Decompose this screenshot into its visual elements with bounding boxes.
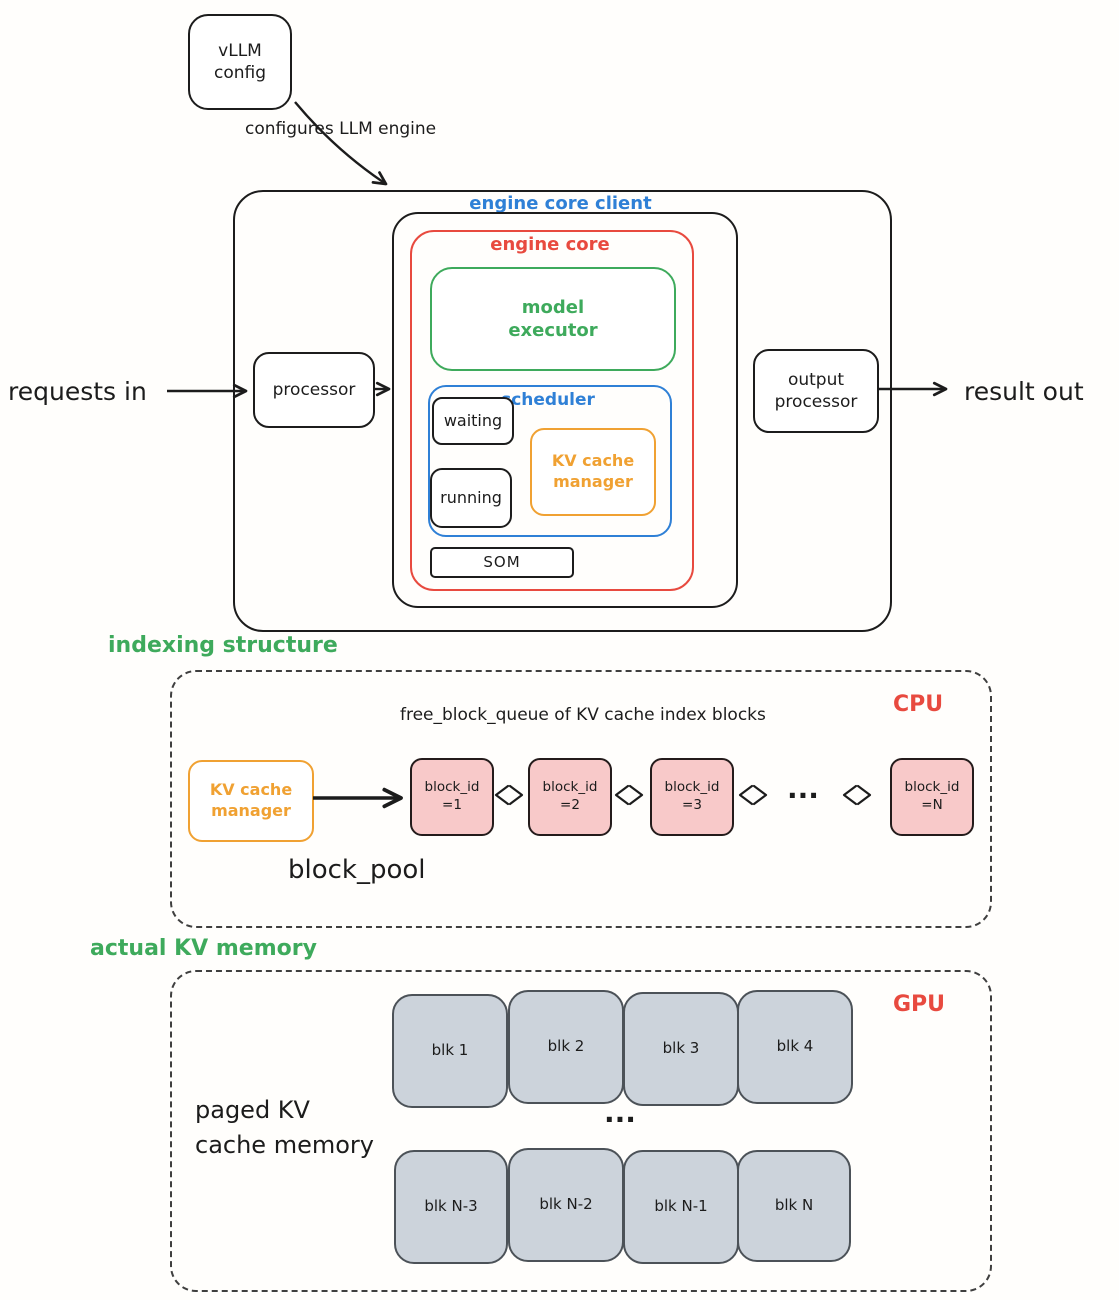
waiting-queue-box: waiting bbox=[432, 397, 514, 445]
memory-blocks-ellipsis: ... bbox=[604, 1096, 636, 1129]
memory-block-n: blk N bbox=[737, 1150, 851, 1262]
memory-block-2: blk 2 bbox=[508, 990, 624, 1104]
block-pool-label: block_pool bbox=[288, 855, 426, 885]
actual-kv-memory-title: actual KV memory bbox=[90, 936, 317, 961]
engine-core-process-box bbox=[392, 212, 738, 608]
configures-llm-engine-label: configures LLM engine bbox=[245, 119, 437, 139]
cpu-region-box bbox=[170, 670, 992, 928]
index-block-3: block_id =3 bbox=[650, 758, 734, 836]
som-box: SOM bbox=[430, 547, 574, 578]
memory-block-n2: blk N-2 bbox=[508, 1148, 624, 1262]
memory-block-4: blk 4 bbox=[737, 990, 853, 1104]
engine-core-box bbox=[410, 230, 694, 591]
vllm-config-box: vLLM config bbox=[188, 14, 292, 110]
kv-cache-manager-box-cpu: KV cache manager bbox=[188, 760, 314, 842]
free-block-queue-title: free_block_queue of KV cache index block… bbox=[400, 705, 766, 725]
memory-block-n1: blk N-1 bbox=[623, 1150, 739, 1264]
engine-core-client-box bbox=[233, 190, 892, 632]
index-block-1: block_id =1 bbox=[410, 758, 494, 836]
engine-core-client-label: engine core client bbox=[469, 193, 652, 214]
result-out-label: result out bbox=[964, 377, 1084, 406]
requests-in-label: requests in bbox=[8, 377, 147, 406]
arrow-config-to-engine bbox=[294, 101, 388, 186]
paged-kv-cache-memory-label: paged KV cache memory bbox=[195, 1096, 374, 1159]
processor-box: processor bbox=[253, 352, 375, 428]
cpu-label: CPU bbox=[893, 692, 944, 717]
memory-block-1: blk 1 bbox=[392, 994, 508, 1108]
index-blocks-ellipsis: ... bbox=[787, 772, 819, 805]
running-queue-box: running bbox=[430, 468, 512, 528]
memory-block-n3: blk N-3 bbox=[394, 1150, 508, 1264]
scheduler-label: scheduler bbox=[501, 390, 595, 410]
index-block-2: block_id =2 bbox=[528, 758, 612, 836]
model-executor-box: model executor bbox=[430, 267, 676, 371]
kv-cache-manager-box: KV cache manager bbox=[530, 428, 656, 516]
gpu-label: GPU bbox=[893, 992, 946, 1017]
index-block-n: block_id =N bbox=[890, 758, 974, 836]
scheduler-box bbox=[428, 385, 672, 537]
engine-core-label: engine core bbox=[490, 234, 610, 255]
memory-block-3: blk 3 bbox=[623, 992, 739, 1106]
output-processor-box: output processor bbox=[753, 349, 879, 433]
indexing-structure-title: indexing structure bbox=[108, 633, 338, 658]
gpu-region-box bbox=[170, 970, 992, 1292]
